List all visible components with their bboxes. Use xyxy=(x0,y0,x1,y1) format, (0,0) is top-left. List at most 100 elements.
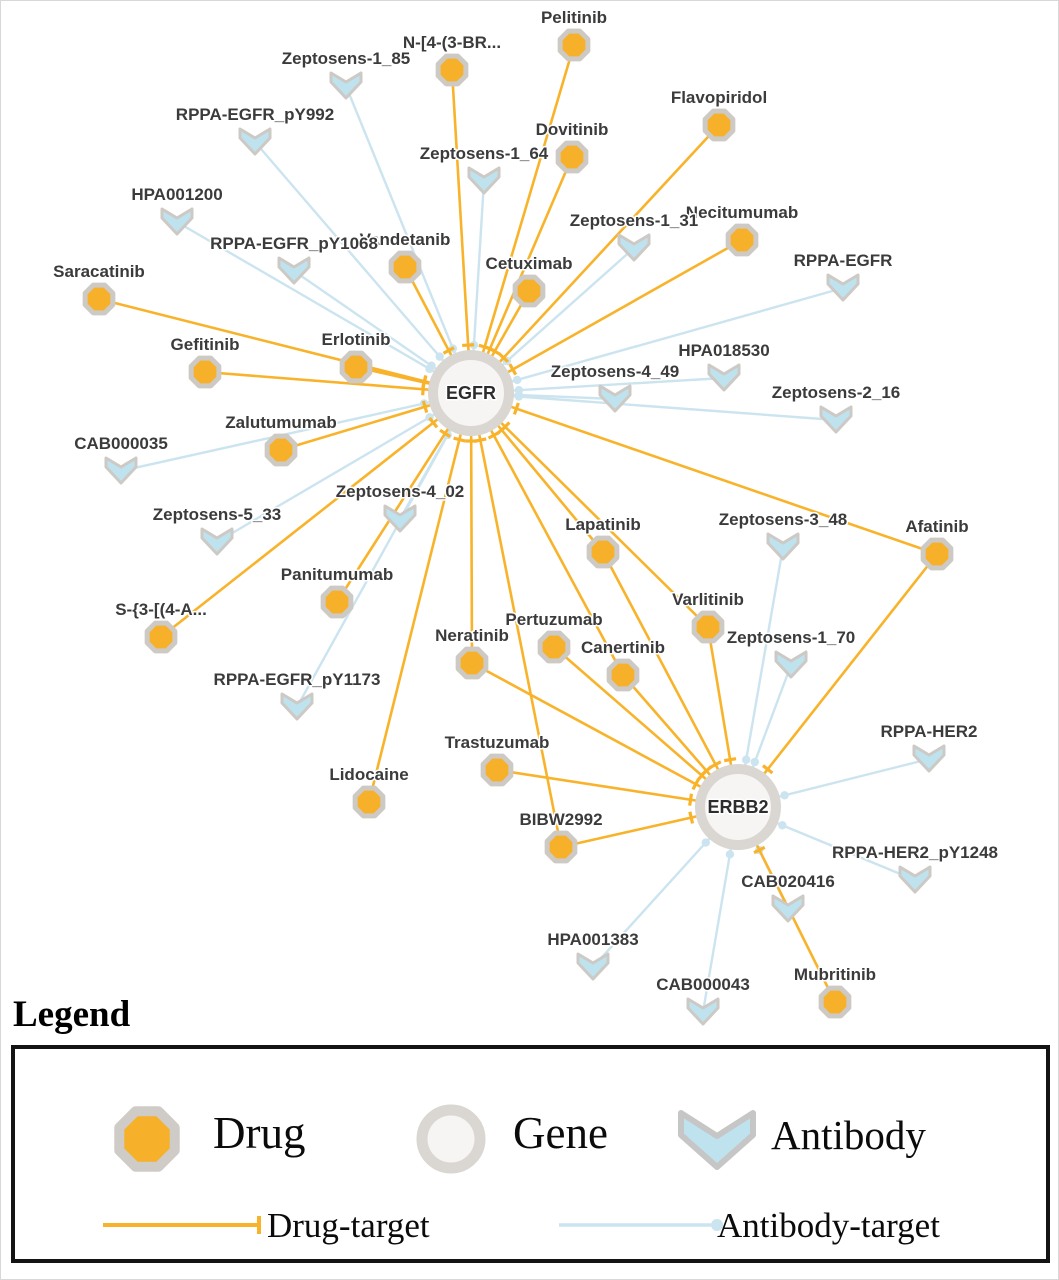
node-rppa-egfr: RPPA-EGFR xyxy=(792,250,894,302)
edge-layer xyxy=(98,44,939,1013)
node-zeptosens-4-02: Zeptosens-4_02 xyxy=(334,481,466,533)
node-label-erbb2: ERBB2 xyxy=(707,797,768,817)
drug-target-tick xyxy=(691,778,701,791)
drug-octagon-icon xyxy=(557,28,591,62)
drug-target-tick xyxy=(700,765,713,776)
gene-circle-icon xyxy=(428,350,514,436)
node-flavopiridol: Flavopiridol xyxy=(669,87,769,142)
node-label-zeptosens-5-33: Zeptosens-5_33 xyxy=(153,505,282,524)
antibody-target-dot xyxy=(741,755,751,764)
node-label-canertinib: Canertinib xyxy=(581,638,665,657)
legend-drug-label: Drug xyxy=(213,1108,306,1158)
node-label-erlotinib: Erlotinib xyxy=(322,330,391,349)
node-label-saracatinib: Saracatinib xyxy=(53,262,145,281)
drug-octagon-icon xyxy=(544,830,578,864)
node-label-zeptosens-2-16: Zeptosens-2_16 xyxy=(772,383,901,402)
gene-circle-icon xyxy=(695,764,781,850)
drug-target-tick xyxy=(428,416,439,429)
antibody-chevron-icon xyxy=(686,997,720,1026)
edge-zeptosens-1-85-egfr xyxy=(344,85,473,394)
edge-neratinib-egfr xyxy=(469,392,474,664)
drug-octagon-icon xyxy=(352,785,386,819)
antibody-chevron-icon xyxy=(707,363,741,392)
node-label-zeptosens-1-64: Zeptosens-1_64 xyxy=(420,144,549,163)
node-label-s3-4a: S-{3-[(4-A... xyxy=(115,600,207,619)
node-label-lapatinib: Lapatinib xyxy=(565,515,641,534)
node-cab020416: CAB020416 xyxy=(740,871,836,923)
drug-target-tick xyxy=(498,352,510,364)
drug-target-tick xyxy=(439,428,452,438)
node-zalutumumab: Zalutumumab xyxy=(224,412,338,467)
drug-target-tick xyxy=(512,402,520,415)
antibody-chevron-icon xyxy=(329,71,363,100)
node-saracatinib: Saracatinib xyxy=(52,261,146,316)
node-label-zeptosens-1-85: Zeptosens-1_85 xyxy=(282,49,411,68)
antibody-chevron-icon xyxy=(200,527,234,556)
antibody-chevron-icon xyxy=(617,233,651,262)
node-layer: EGFRERBB2PelitinibN-[4-(3-BR...Dovitinib… xyxy=(52,7,999,1026)
drug-target-tick xyxy=(421,376,428,389)
drug-octagon-icon xyxy=(920,537,954,571)
antibody-target-dot xyxy=(514,385,524,395)
drug-octagon-icon xyxy=(818,985,852,1019)
antibody-chevron-icon xyxy=(912,744,946,773)
node-label-bibw2992: BIBW2992 xyxy=(519,810,602,829)
node-label-hpa018530: HPA018530 xyxy=(678,341,769,360)
drug-octagon-icon xyxy=(512,274,546,308)
node-label-cab000035: CAB000035 xyxy=(74,434,168,453)
edge-bibw2992-egfr xyxy=(469,392,563,848)
drug-target-tick xyxy=(474,437,487,443)
antibody-target-dot xyxy=(750,757,759,767)
edge-afatinib-erbb2 xyxy=(736,553,939,808)
node-dovitinib: Dovitinib xyxy=(534,119,610,174)
gene-legend-icon xyxy=(416,1104,486,1174)
legend-drug-target-label: Drug-target xyxy=(267,1206,430,1245)
node-label-necitumumab: Necitumumab xyxy=(686,203,798,222)
drug-target-tick xyxy=(453,436,466,443)
edge-necitumumab-egfr xyxy=(470,238,743,395)
node-necitumumab: Necitumumab xyxy=(684,202,800,257)
drug-octagon-icon xyxy=(82,282,116,316)
node-lidocaine: Lidocaine xyxy=(328,764,410,819)
node-label-n4-3br: N-[4-(3-BR... xyxy=(403,33,501,52)
antibody-chevron-icon xyxy=(898,865,932,894)
antibody-chevron-icon xyxy=(238,127,272,156)
edge-varlitinib-egfr xyxy=(470,392,709,628)
node-pertuzumab: Pertuzumab xyxy=(504,609,604,664)
drug-target-tick xyxy=(753,845,766,855)
node-label-zalutumumab: Zalutumumab xyxy=(225,413,336,432)
node-label-gefitinib: Gefitinib xyxy=(171,335,240,354)
drug-octagon-icon xyxy=(388,250,422,284)
antibody-chevron-icon xyxy=(104,456,138,485)
antibody-chevron-icon xyxy=(277,256,311,285)
edge-lidocaine-egfr xyxy=(367,392,473,803)
edge-rppa-egfr-py992-egfr xyxy=(254,141,472,394)
edge-gefitinib-egfr xyxy=(204,370,472,395)
drug-target-tick xyxy=(421,400,429,413)
drug-legend-icon xyxy=(114,1106,180,1172)
node-label-vandetanib: Vandetanib xyxy=(360,230,451,249)
node-label-rppa-egfr: RPPA-EGFR xyxy=(794,251,893,270)
antibody-chevron-icon xyxy=(774,650,808,679)
drug-target-tick xyxy=(462,343,475,348)
node-erlotinib: Erlotinib xyxy=(320,329,392,384)
node-bibw2992: BIBW2992 xyxy=(518,809,604,864)
node-label-flavopiridol: Flavopiridol xyxy=(671,88,767,107)
antibody-legend-icon xyxy=(678,1110,756,1170)
node-hpa018530: HPA018530 xyxy=(677,340,771,392)
node-label-cetuximab: Cetuximab xyxy=(486,254,573,273)
node-zeptosens-2-16: Zeptosens-2_16 xyxy=(770,382,902,434)
node-vandetanib: Vandetanib xyxy=(358,229,452,284)
drug-octagon-icon xyxy=(320,585,354,619)
node-label-cab020416: CAB020416 xyxy=(741,872,835,891)
drug-target-tick xyxy=(487,430,500,440)
node-label-pertuzumab: Pertuzumab xyxy=(505,610,602,629)
node-label-rppa-her2: RPPA-HER2 xyxy=(881,722,978,741)
node-egfr: EGFR xyxy=(428,350,514,436)
node-label-hpa001200: HPA001200 xyxy=(131,185,222,204)
node-rppa-her2-py1248: RPPA-HER2_pY1248 xyxy=(831,842,999,894)
antibody-target-dot xyxy=(780,791,789,800)
drug-target-tick xyxy=(761,764,774,775)
node-label-afatinib: Afatinib xyxy=(905,517,968,536)
